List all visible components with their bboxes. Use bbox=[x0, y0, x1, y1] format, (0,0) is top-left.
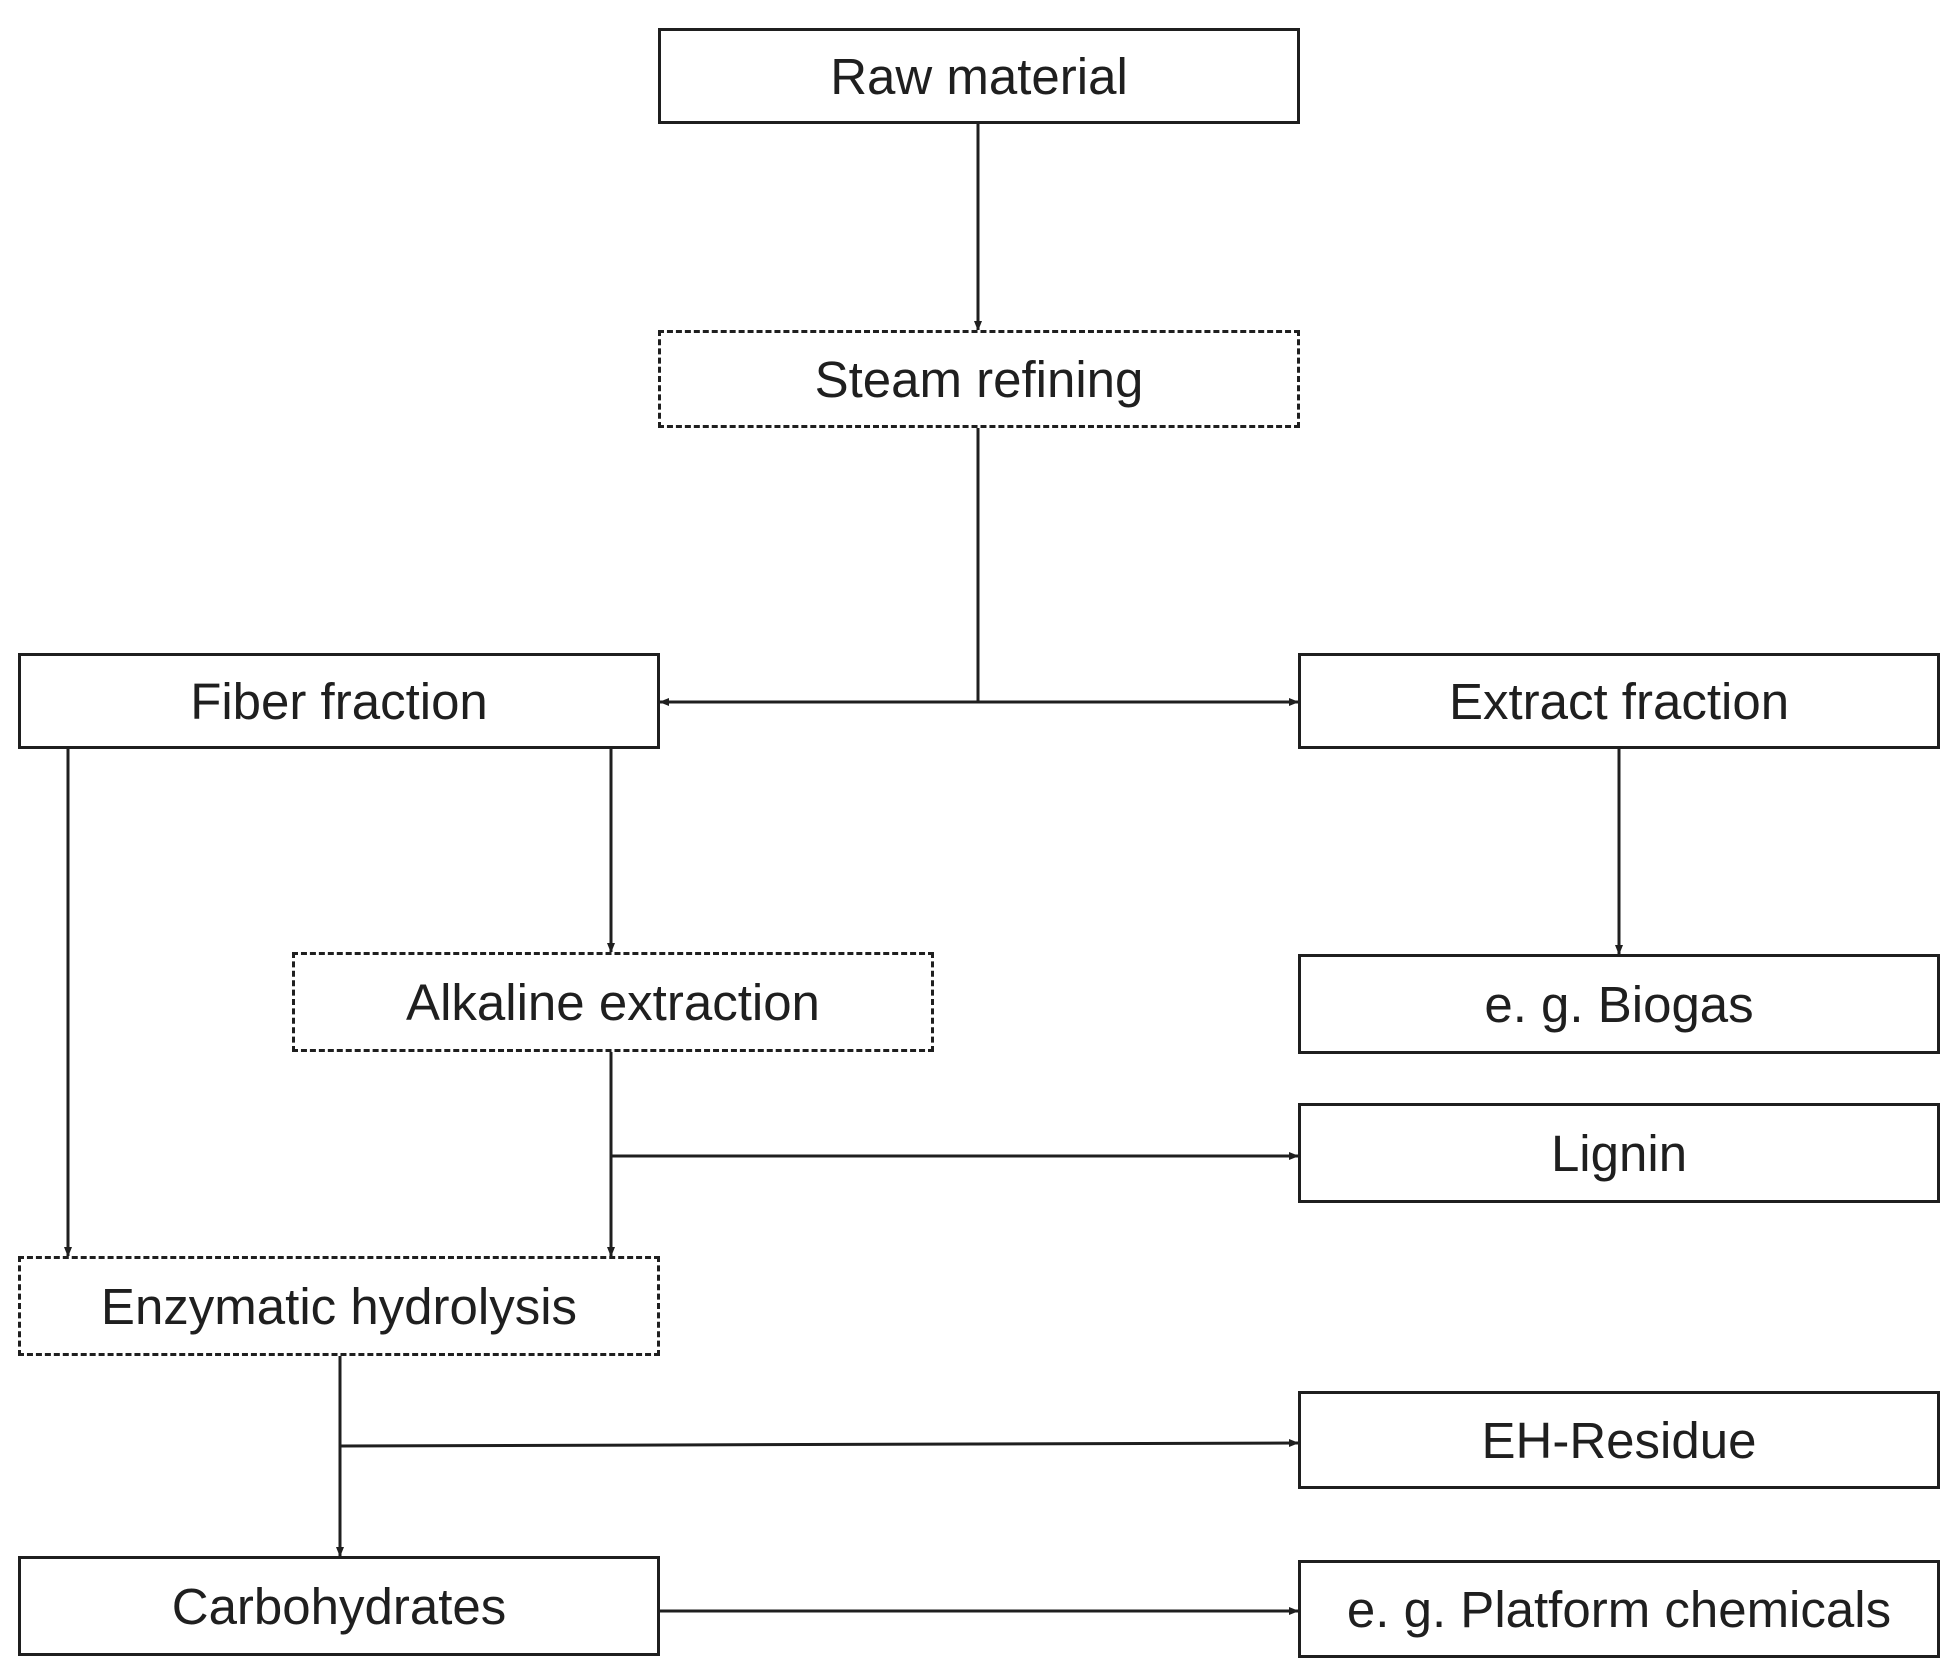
node-steam-refining: Steam refining bbox=[658, 330, 1300, 428]
node-label: Raw material bbox=[830, 47, 1128, 105]
node-extract-fraction: Extract fraction bbox=[1298, 653, 1940, 749]
arrow-enzymatic-to-eh-residue bbox=[339, 1439, 1299, 1448]
node-biogas: e. g. Biogas bbox=[1298, 954, 1940, 1054]
node-label: Enzymatic hydrolysis bbox=[100, 1277, 578, 1335]
node-lignin: Lignin bbox=[1298, 1103, 1940, 1203]
node-label: Alkaline extraction bbox=[406, 973, 820, 1031]
node-alkaline-extraction: Alkaline extraction bbox=[292, 952, 934, 1052]
node-label: Steam refining bbox=[814, 350, 1144, 408]
node-label: Lignin bbox=[1550, 1124, 1688, 1182]
node-enzymatic-hydrolysis: Enzymatic hydrolysis bbox=[18, 1256, 660, 1356]
node-label: e. g. Platform chemicals bbox=[1346, 1580, 1892, 1638]
node-label: EH-Residue bbox=[1481, 1411, 1757, 1469]
node-raw-material: Raw material bbox=[658, 28, 1300, 124]
node-label: Extract fraction bbox=[1448, 672, 1790, 730]
node-label: Fiber fraction bbox=[190, 672, 488, 730]
node-eh-residue: EH-Residue bbox=[1298, 1391, 1940, 1489]
node-label: e. g. Biogas bbox=[1484, 975, 1754, 1033]
node-platform-chemicals: e. g. Platform chemicals bbox=[1298, 1560, 1940, 1658]
node-label: Carbohydrates bbox=[171, 1577, 507, 1635]
node-carbohydrates: Carbohydrates bbox=[18, 1556, 660, 1656]
node-fiber-fraction: Fiber fraction bbox=[18, 653, 660, 749]
